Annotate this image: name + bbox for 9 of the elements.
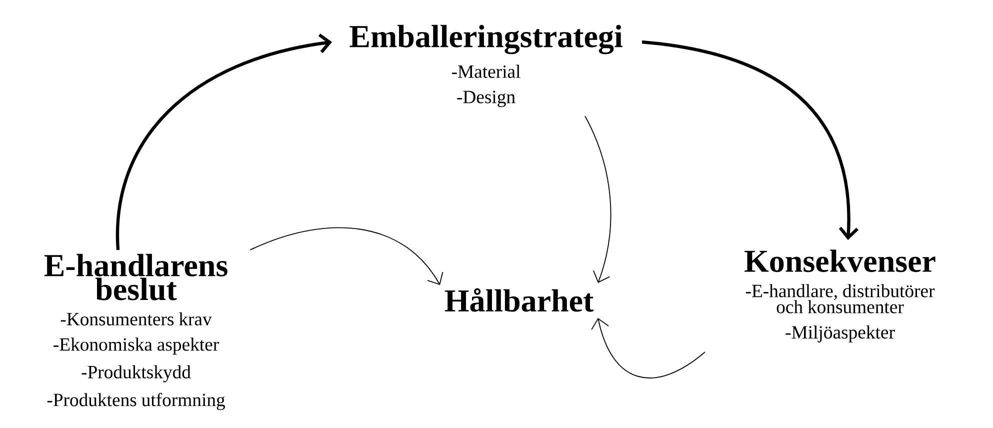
curved-arrow — [584, 116, 612, 283]
curved-arrow — [250, 227, 444, 285]
curved-arrow — [116, 34, 332, 250]
topic-text: Emballeringstrategi -Material -Design — [350, 24, 622, 108]
topic-text: Hållbarhet — [444, 288, 594, 312]
curved-arrow — [642, 40, 858, 240]
curved-arrow — [591, 318, 706, 378]
topic-text: E-handlarens beslut -Konsumenters krav -Ekonomiska aspekter -Produktskydd -Produktens utformning — [44, 254, 228, 410]
topic-text: Konsekvenser -E-handlare, distributörer och konsumenter -Miljöaspekter — [744, 250, 936, 342]
